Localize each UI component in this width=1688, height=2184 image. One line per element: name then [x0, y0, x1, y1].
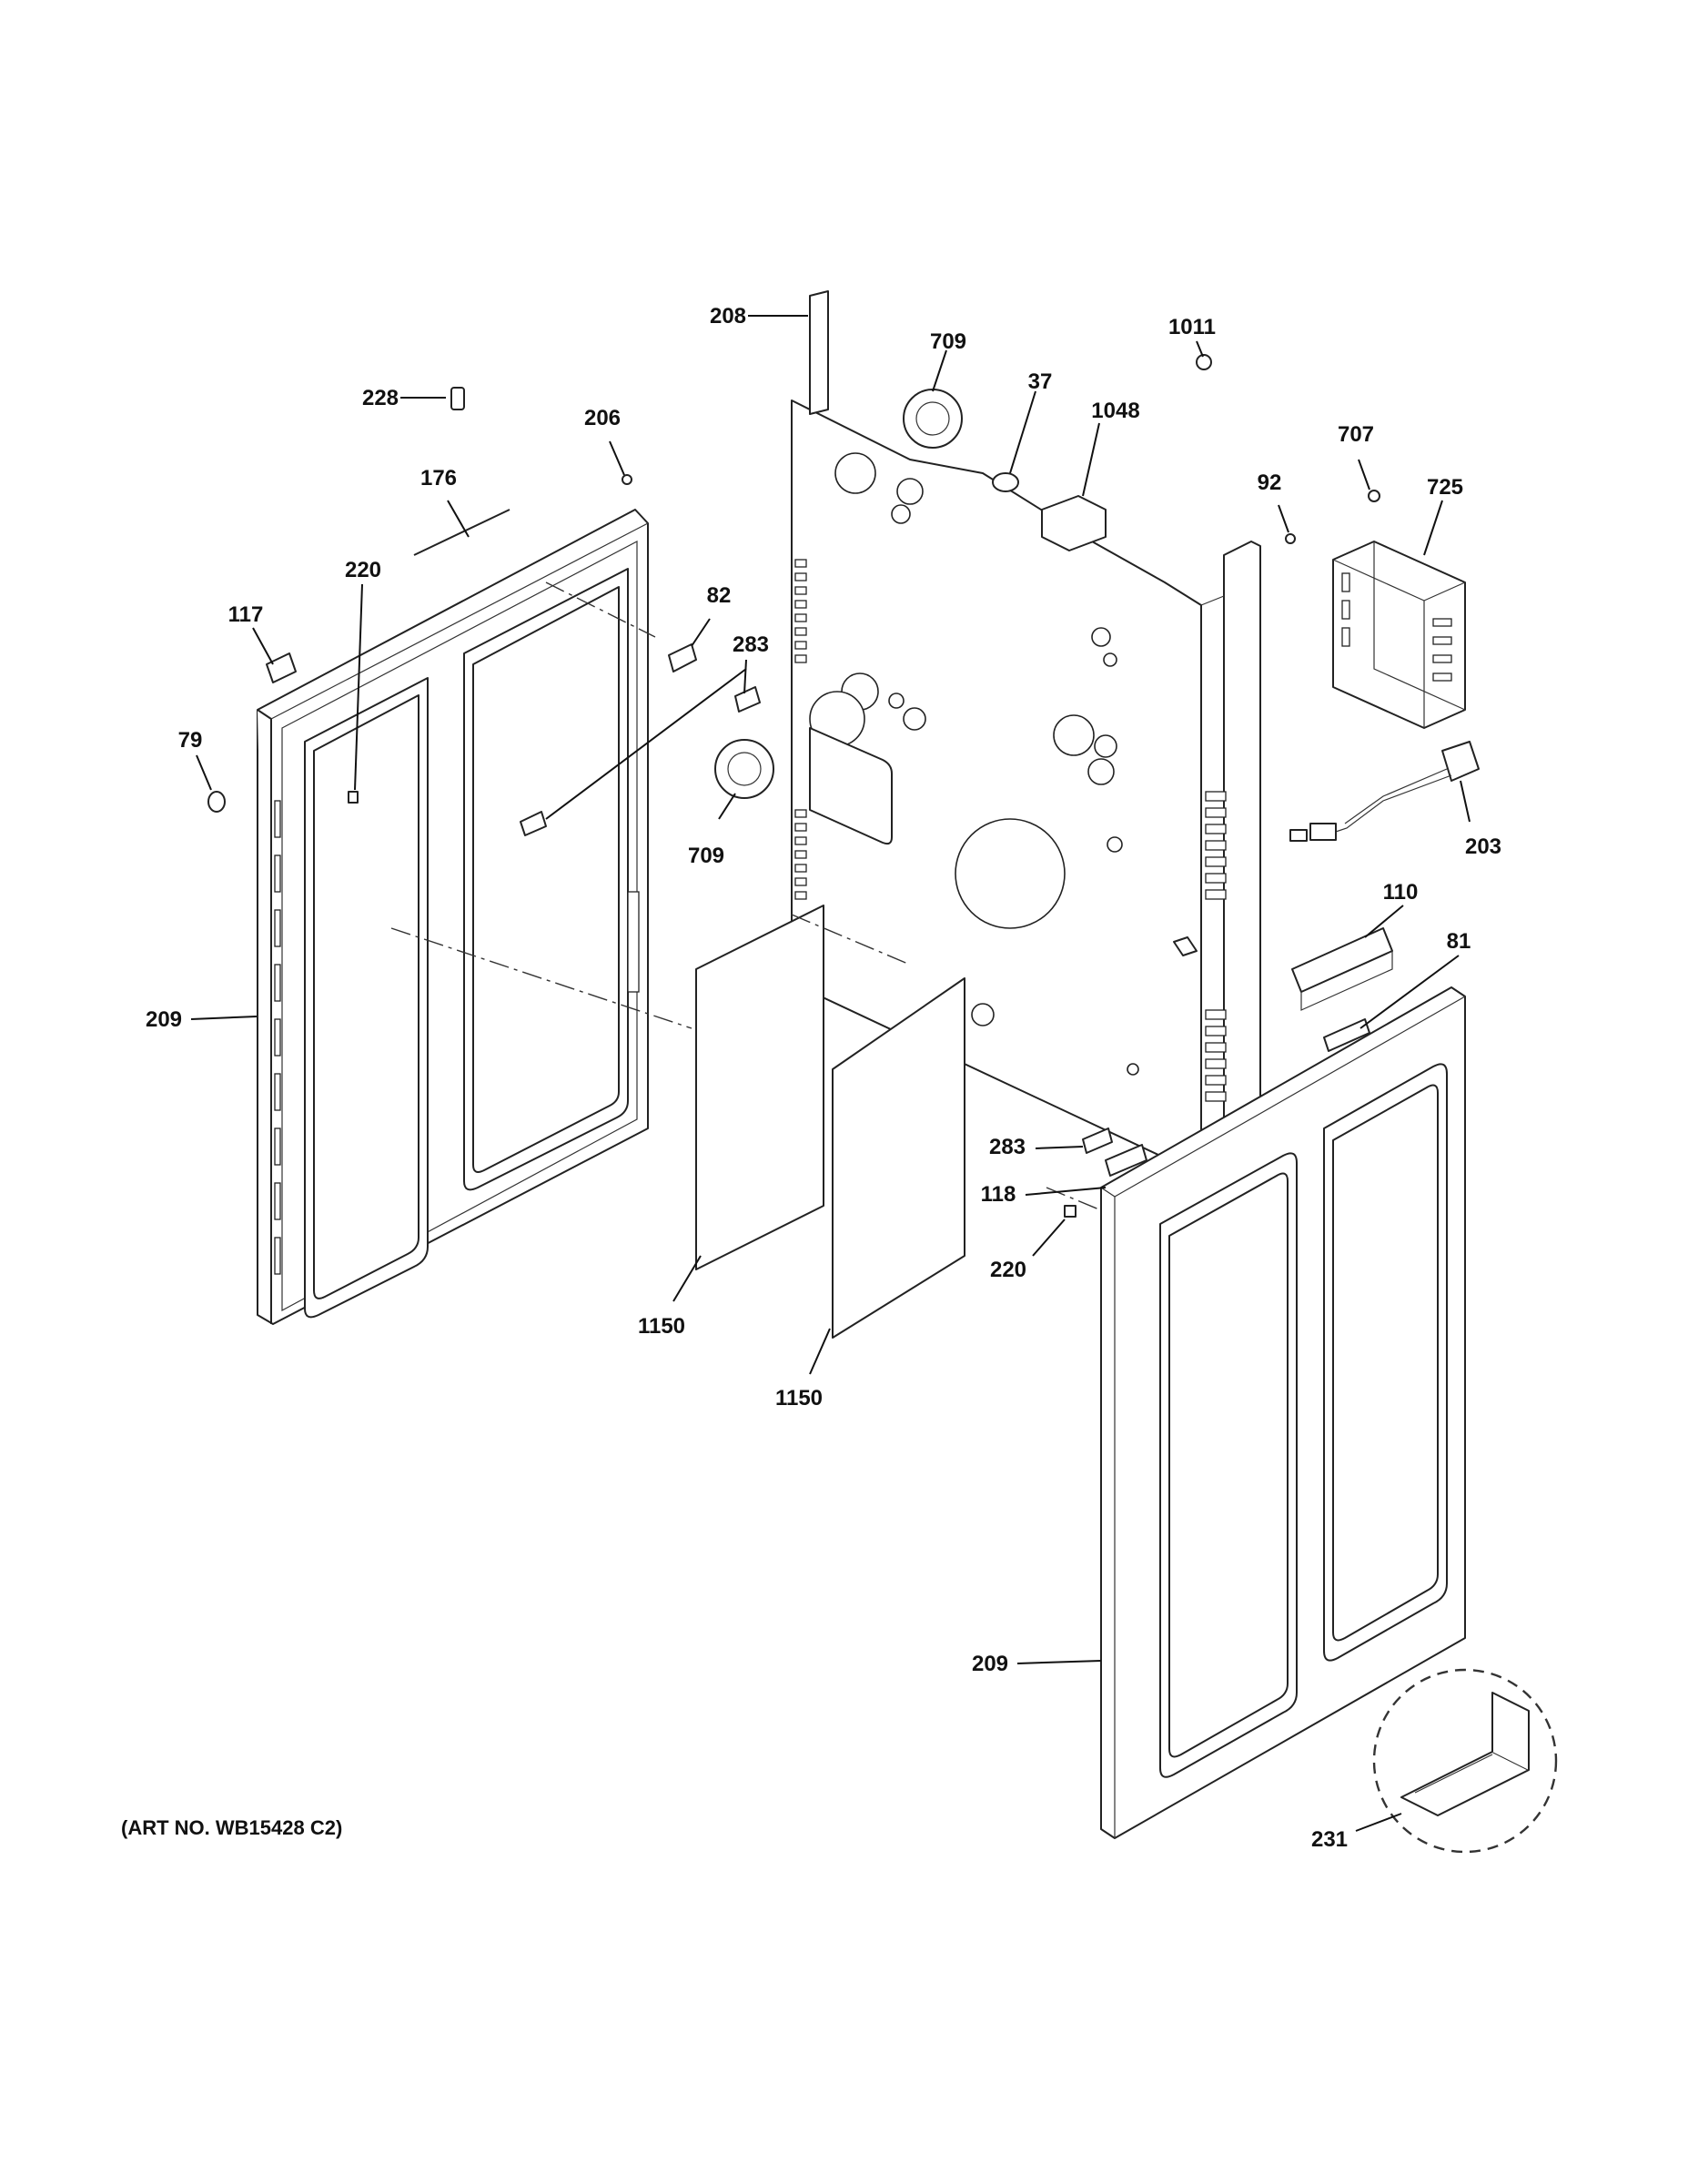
left-side-panel: [257, 509, 649, 1325]
terminal-block: [1291, 927, 1393, 1011]
callout-label: 1150: [638, 1314, 685, 1339]
detail-231: [1372, 1668, 1558, 1854]
leader-lines: [190, 315, 1471, 1832]
callout-label: 79: [178, 728, 203, 753]
bracket-81: [1323, 1018, 1370, 1052]
callout-label: 231: [1311, 1827, 1348, 1852]
callout-label: 1048: [1091, 399, 1139, 423]
callout-label: 118: [981, 1182, 1016, 1207]
insulation-sheets: [695, 905, 965, 1339]
power-cord: [1289, 741, 1480, 842]
callout-label: 208: [710, 304, 746, 329]
callout-label: 220: [345, 558, 381, 582]
callout-label: 92: [1258, 470, 1282, 495]
callout-label: 37: [1028, 369, 1053, 394]
callout-label: 206: [584, 406, 621, 430]
callout-label: 1150: [775, 1386, 823, 1410]
small-parts: [207, 354, 1380, 1218]
callout-label: 228: [362, 386, 399, 410]
callout-label: 1011: [1168, 315, 1216, 339]
callout-label: 81: [1447, 929, 1471, 954]
callout-label: 709: [930, 329, 966, 354]
callout-label: 283: [989, 1135, 1026, 1159]
callout-label: 110: [1383, 880, 1419, 905]
back-panel-vents: [794, 559, 1227, 1102]
callout-label: 707: [1338, 422, 1374, 447]
callout-label: 725: [1427, 475, 1463, 500]
callout-label: 220: [990, 1258, 1026, 1282]
left-panel-slots: [274, 800, 281, 1275]
right-side-panel: [1100, 986, 1466, 1839]
terminal-box: [1332, 541, 1466, 729]
callout-label: 117: [228, 602, 264, 627]
callout-label: 209: [972, 1652, 1008, 1676]
callout-label: 82: [707, 583, 732, 608]
art-number: (ART NO. WB15428 C2): [121, 1816, 342, 1839]
callout-labels: 208 709 37 1011 1048 707 92 725 228 206 …: [146, 304, 1501, 1852]
callout-label: 209: [146, 1007, 182, 1032]
callout-label: 283: [733, 632, 769, 657]
callout-label: 709: [688, 844, 724, 868]
callout-label: 176: [420, 466, 457, 490]
callout-label: 203: [1465, 834, 1501, 859]
back-panel-holes: [809, 452, 1139, 1076]
back-panel: [791, 290, 1261, 1157]
